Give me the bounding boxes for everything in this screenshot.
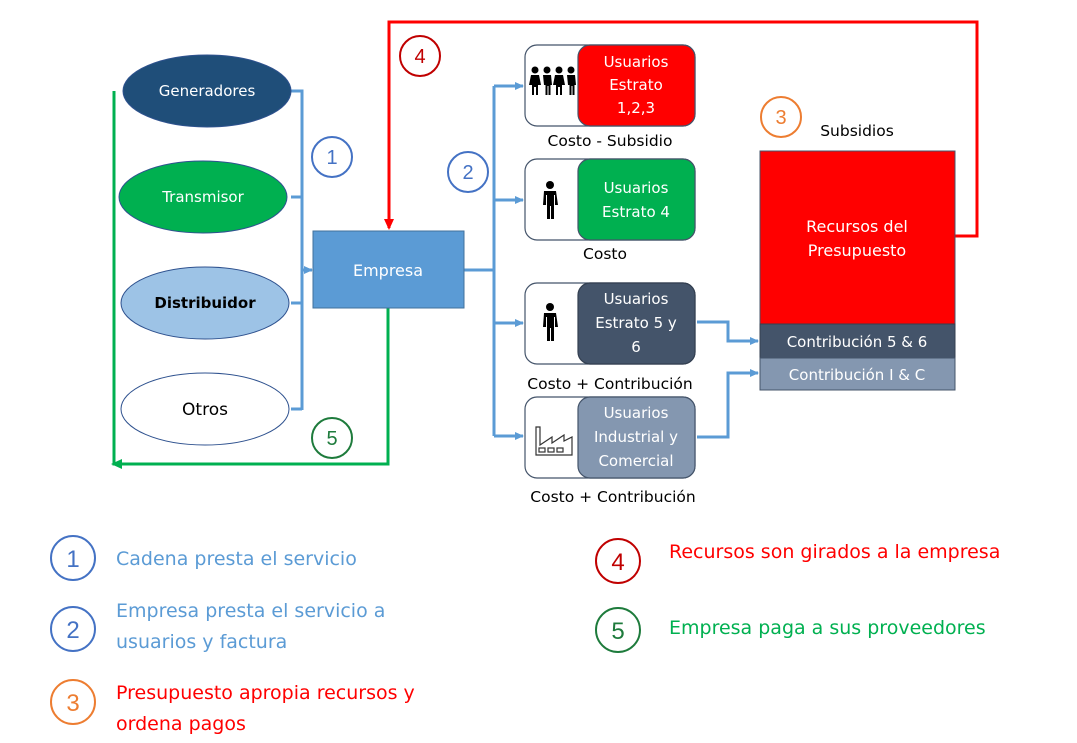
user-connectors: [464, 82, 759, 440]
contribution-ic-row: [759, 357, 956, 391]
user-group-estrato-123: Usuarios Estrato 1,2,3 Costo - Subsidio: [524, 44, 696, 150]
user-group-caption: Costo: [583, 245, 627, 263]
legend-number: 5: [611, 618, 624, 645]
badge-number: 4: [414, 46, 425, 68]
user-group-caption: Costo + Contribución: [527, 375, 692, 393]
supplier-connectors: [291, 89, 313, 411]
legend-text: Cadena presta el servicio: [116, 548, 357, 570]
legend-number: 2: [66, 617, 79, 644]
user-group-title-line: Estrato 5 y: [595, 314, 677, 332]
factory-icon: [535, 426, 573, 456]
user-group-title-line: Usuarios: [604, 404, 669, 422]
legend-item-3: 3 Presupuesto apropia recursos y ordena …: [50, 679, 415, 735]
supplier-label: Distribuidor: [154, 294, 256, 312]
supplier-label: Transmisor: [161, 188, 244, 206]
badge-step-2: 2: [447, 151, 489, 193]
user-group-estrato-56: Usuarios Estrato 5 y 6 Costo + Contribuc…: [524, 282, 696, 393]
legend-number: 1: [66, 546, 79, 573]
budget-main-label: Recursos del: [806, 217, 908, 236]
supplier-payment-arrow: [112, 91, 390, 466]
supplier-generadores: Generadores: [122, 54, 292, 128]
badge-number: 2: [462, 162, 473, 184]
legend-number: 4: [611, 549, 624, 576]
user-group-title-line: Usuarios: [604, 290, 669, 308]
user-group-title-line: Estrato 4: [602, 203, 670, 221]
supplier-label: Generadores: [159, 82, 256, 100]
badge-step-3: 3: [760, 96, 802, 138]
user-group-industrial-comercial: Usuarios Industrial y Comercial Costo + …: [524, 396, 696, 506]
user-group-title-line: Industrial y: [594, 428, 678, 446]
person-icon: [543, 181, 558, 219]
empresa-box: Empresa: [312, 230, 465, 309]
empresa-label: Empresa: [353, 261, 423, 280]
budget-block: Subsidios Recursos del Presupuesto Contr…: [759, 122, 956, 391]
legend-text: ordena pagos: [116, 713, 246, 735]
legend-item-2: 2 Empresa presta el servicio a usuarios …: [50, 600, 385, 653]
user-group-title-line: 1,2,3: [617, 99, 655, 117]
badge-number: 3: [775, 107, 786, 129]
badge-step-4: 4: [399, 35, 441, 77]
user-group-caption: Costo + Contribución: [530, 488, 695, 506]
budget-title: Subsidios: [820, 122, 894, 140]
legend-item-4: 4 Recursos son girados a la empresa: [595, 538, 1000, 584]
user-group-caption: Costo - Subsidio: [548, 132, 673, 150]
budget-main-label: Presupuesto: [808, 241, 906, 260]
user-group-title-line: Comercial: [598, 452, 673, 470]
user-group-title-line: Usuarios: [604, 53, 669, 71]
supplier-label: Otros: [182, 400, 228, 420]
legend-text: Empresa presta el servicio a: [116, 600, 385, 622]
arrow-contrib-56: [697, 320, 759, 345]
person-icon: [543, 303, 558, 341]
supplier-distribuidor: Distribuidor: [120, 266, 290, 340]
badge-step-5: 5: [311, 417, 353, 459]
legend-number: 3: [66, 690, 79, 717]
legend-text: Empresa paga a sus proveedores: [669, 617, 986, 639]
badge-number: 5: [326, 428, 337, 450]
user-group-title-line: 6: [631, 338, 641, 356]
subsidy-transfer-arrow: [384, 20, 979, 238]
legend: 1 Cadena presta el servicio 2 Empresa pr…: [50, 535, 1000, 735]
user-group-title-line: Usuarios: [604, 179, 669, 197]
contribution-56-row: [759, 323, 956, 359]
supplier-otros: Otros: [120, 372, 290, 446]
people-group-icon: [529, 66, 576, 95]
arrow-contrib-ic: [697, 369, 759, 439]
contribution-56-label: Contribución 5 & 6: [787, 333, 928, 351]
supplier-transmisor: Transmisor: [118, 160, 288, 234]
badge-step-1: 1: [311, 136, 353, 178]
connector-generadores: [291, 89, 304, 410]
user-group-estrato-4: Usuarios Estrato 4 Costo: [524, 158, 696, 263]
legend-item-1: 1 Cadena presta el servicio: [50, 535, 357, 581]
legend-text: usuarios y factura: [116, 631, 287, 653]
legend-text: Presupuesto apropia recursos y: [116, 682, 415, 704]
contribution-ic-label: Contribución I & C: [789, 366, 925, 384]
legend-text: Recursos son girados a la empresa: [669, 541, 1000, 563]
badge-number: 1: [326, 147, 337, 169]
user-group-title-line: Estrato: [609, 76, 663, 94]
legend-item-5: 5 Empresa paga a sus proveedores: [595, 607, 986, 653]
